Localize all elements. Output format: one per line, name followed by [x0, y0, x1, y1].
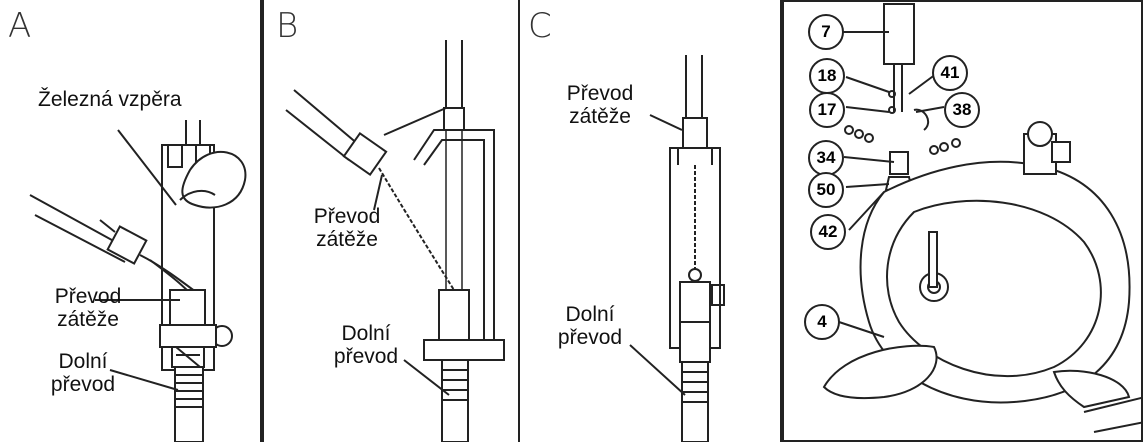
callout-38: 38	[944, 92, 980, 128]
callout-7: 7	[808, 14, 844, 50]
callout-34: 34	[808, 140, 844, 176]
panel-d: 7 18 41 17 38 34 50 42 4	[782, 0, 1143, 442]
callout-17: 17	[809, 92, 845, 128]
panel-b-illustration	[285, 40, 505, 442]
callout-50: 50	[808, 172, 844, 208]
label-lower-transfer-a: Dolní převod	[50, 350, 116, 396]
panel-c-letter: C	[528, 6, 552, 46]
panel-c-illustration	[629, 55, 725, 442]
label-load-transfer-b: Převod zátěže	[313, 205, 381, 251]
panel-b: B Převod zátěže Dolní převod	[262, 0, 520, 442]
label-lower-transfer-b: Dolní převod	[333, 322, 399, 368]
panel-a-letter: A	[8, 6, 32, 46]
label-lower-transfer-c: Dolní převod	[557, 303, 623, 349]
label-load-transfer-c: Převod zátěže	[566, 82, 634, 128]
panel-a-illustration	[29, 120, 247, 442]
panel-b-letter: B	[276, 6, 299, 46]
label-load-transfer-a: Převod zátěže	[54, 285, 122, 331]
panel-d-exploded-view	[822, 3, 1141, 433]
label-iron-strut: Železná vzpěra	[38, 88, 182, 111]
panel-c: C Převod zátěže Dolní převod	[520, 0, 782, 442]
callout-41: 41	[932, 55, 968, 91]
callout-18: 18	[809, 58, 845, 94]
callout-4: 4	[804, 304, 840, 340]
panel-a: A Železná vzpě	[0, 0, 262, 442]
callout-42: 42	[810, 214, 846, 250]
